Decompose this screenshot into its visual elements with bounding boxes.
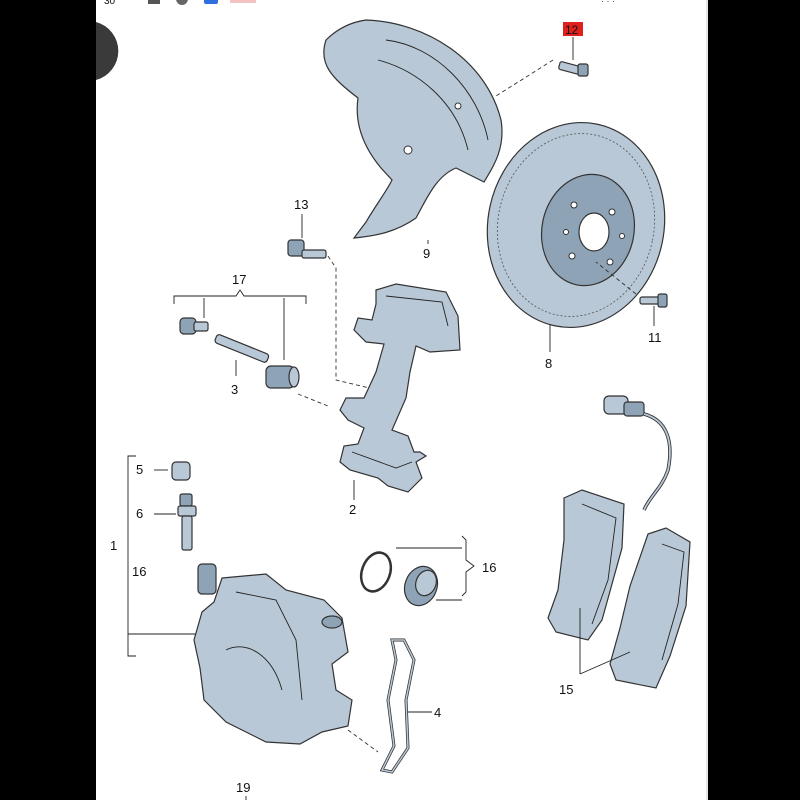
callout-9: 9 bbox=[423, 246, 430, 261]
brake-pad-outer-part bbox=[609, 527, 691, 689]
callout-13: 13 bbox=[294, 197, 308, 212]
piston-seal-part bbox=[359, 551, 393, 593]
caliper-carrier-part bbox=[339, 283, 461, 493]
callout-19: 19 bbox=[236, 780, 250, 795]
callout-2: 2 bbox=[349, 502, 356, 517]
callout-6: 6 bbox=[136, 506, 143, 521]
bolt-12-part bbox=[558, 61, 589, 77]
callout-12: 12 bbox=[565, 23, 579, 37]
callout-8: 8 bbox=[545, 356, 552, 371]
brake-caliper-part bbox=[193, 563, 353, 745]
spring-clip-part bbox=[379, 638, 416, 774]
screw-11-part bbox=[639, 293, 668, 308]
callout-16-left: 16 bbox=[132, 564, 146, 579]
callout-12-highlight bbox=[563, 22, 583, 36]
callout-5: 5 bbox=[136, 462, 143, 477]
left-letterbox bbox=[0, 0, 96, 800]
guide-bolt-part bbox=[179, 317, 209, 335]
bracket-17 bbox=[173, 289, 307, 304]
bolt-13-part bbox=[287, 239, 327, 259]
wear-sensor-part bbox=[603, 395, 672, 511]
status-text: 30 bbox=[104, 0, 116, 7]
callout-4: 4 bbox=[434, 705, 441, 720]
brake-pad-inner-part bbox=[547, 489, 625, 641]
bracket-1 bbox=[127, 455, 136, 657]
back-button[interactable] bbox=[96, 22, 119, 80]
callout-15: 15 bbox=[559, 682, 573, 697]
right-letterbox bbox=[708, 0, 800, 800]
bracket-16 bbox=[461, 535, 475, 597]
status-app-icon bbox=[204, 0, 218, 4]
guide-pin-part bbox=[214, 334, 270, 363]
status-square-icon bbox=[148, 0, 160, 4]
callout-3: 3 bbox=[231, 382, 238, 397]
callout-16-right: 16 bbox=[482, 560, 496, 575]
callout-11: 11 bbox=[648, 330, 662, 345]
brake-assembly-diagram: 30 · · · 12 8 11 9 13 bbox=[96, 0, 691, 800]
callout-17: 17 bbox=[232, 272, 246, 287]
callout-1: 1 bbox=[110, 538, 117, 553]
status-circle-icon bbox=[176, 0, 188, 5]
brake-disc-part bbox=[486, 122, 666, 328]
guide-sleeve-part bbox=[265, 365, 300, 389]
page-edge bbox=[706, 0, 708, 800]
bleed-screw-part bbox=[177, 493, 197, 551]
status-badge-icon bbox=[230, 0, 256, 3]
status-dots-icon: · · · bbox=[601, 0, 615, 6]
splash-shield-part bbox=[323, 19, 503, 239]
piston-part bbox=[403, 565, 439, 607]
dust-cap-part bbox=[171, 461, 191, 481]
